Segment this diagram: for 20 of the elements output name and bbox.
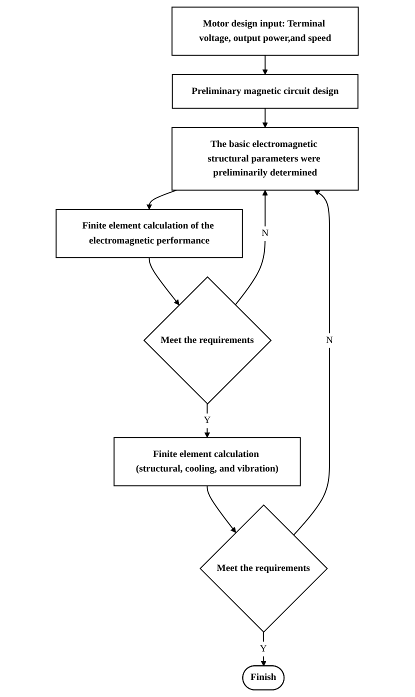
- node-box: The basic electromagnetic structural parameters were preliminarily determined: [172, 127, 360, 191]
- node-diamond: Meet the requirements: [200, 504, 328, 633]
- node-box: Finite element calculation of the electromagnetic performance: [56, 208, 244, 258]
- arrow: [261, 632, 267, 666]
- arrow: [149, 257, 180, 306]
- node-diamond: Meet the requirements: [144, 276, 272, 405]
- arrow: [262, 108, 268, 128]
- edge-label: N: [262, 228, 269, 239]
- edge-label: Y: [204, 415, 211, 426]
- edge-label: N: [326, 335, 334, 346]
- arrow: [204, 403, 210, 438]
- arrow: [293, 190, 330, 536]
- node-box: Motor design input: Terminal voltage, output power,and speed: [172, 6, 360, 56]
- arrow: [146, 190, 178, 210]
- arrow: [262, 54, 268, 75]
- arrow: [207, 485, 236, 533]
- arrow: [235, 190, 268, 306]
- node-box: Preliminary magnetic circuit design: [172, 74, 359, 109]
- node-box: Finite element calculation (structural, cooling, and vibration): [114, 437, 302, 486]
- edge-label: Y: [260, 644, 268, 654]
